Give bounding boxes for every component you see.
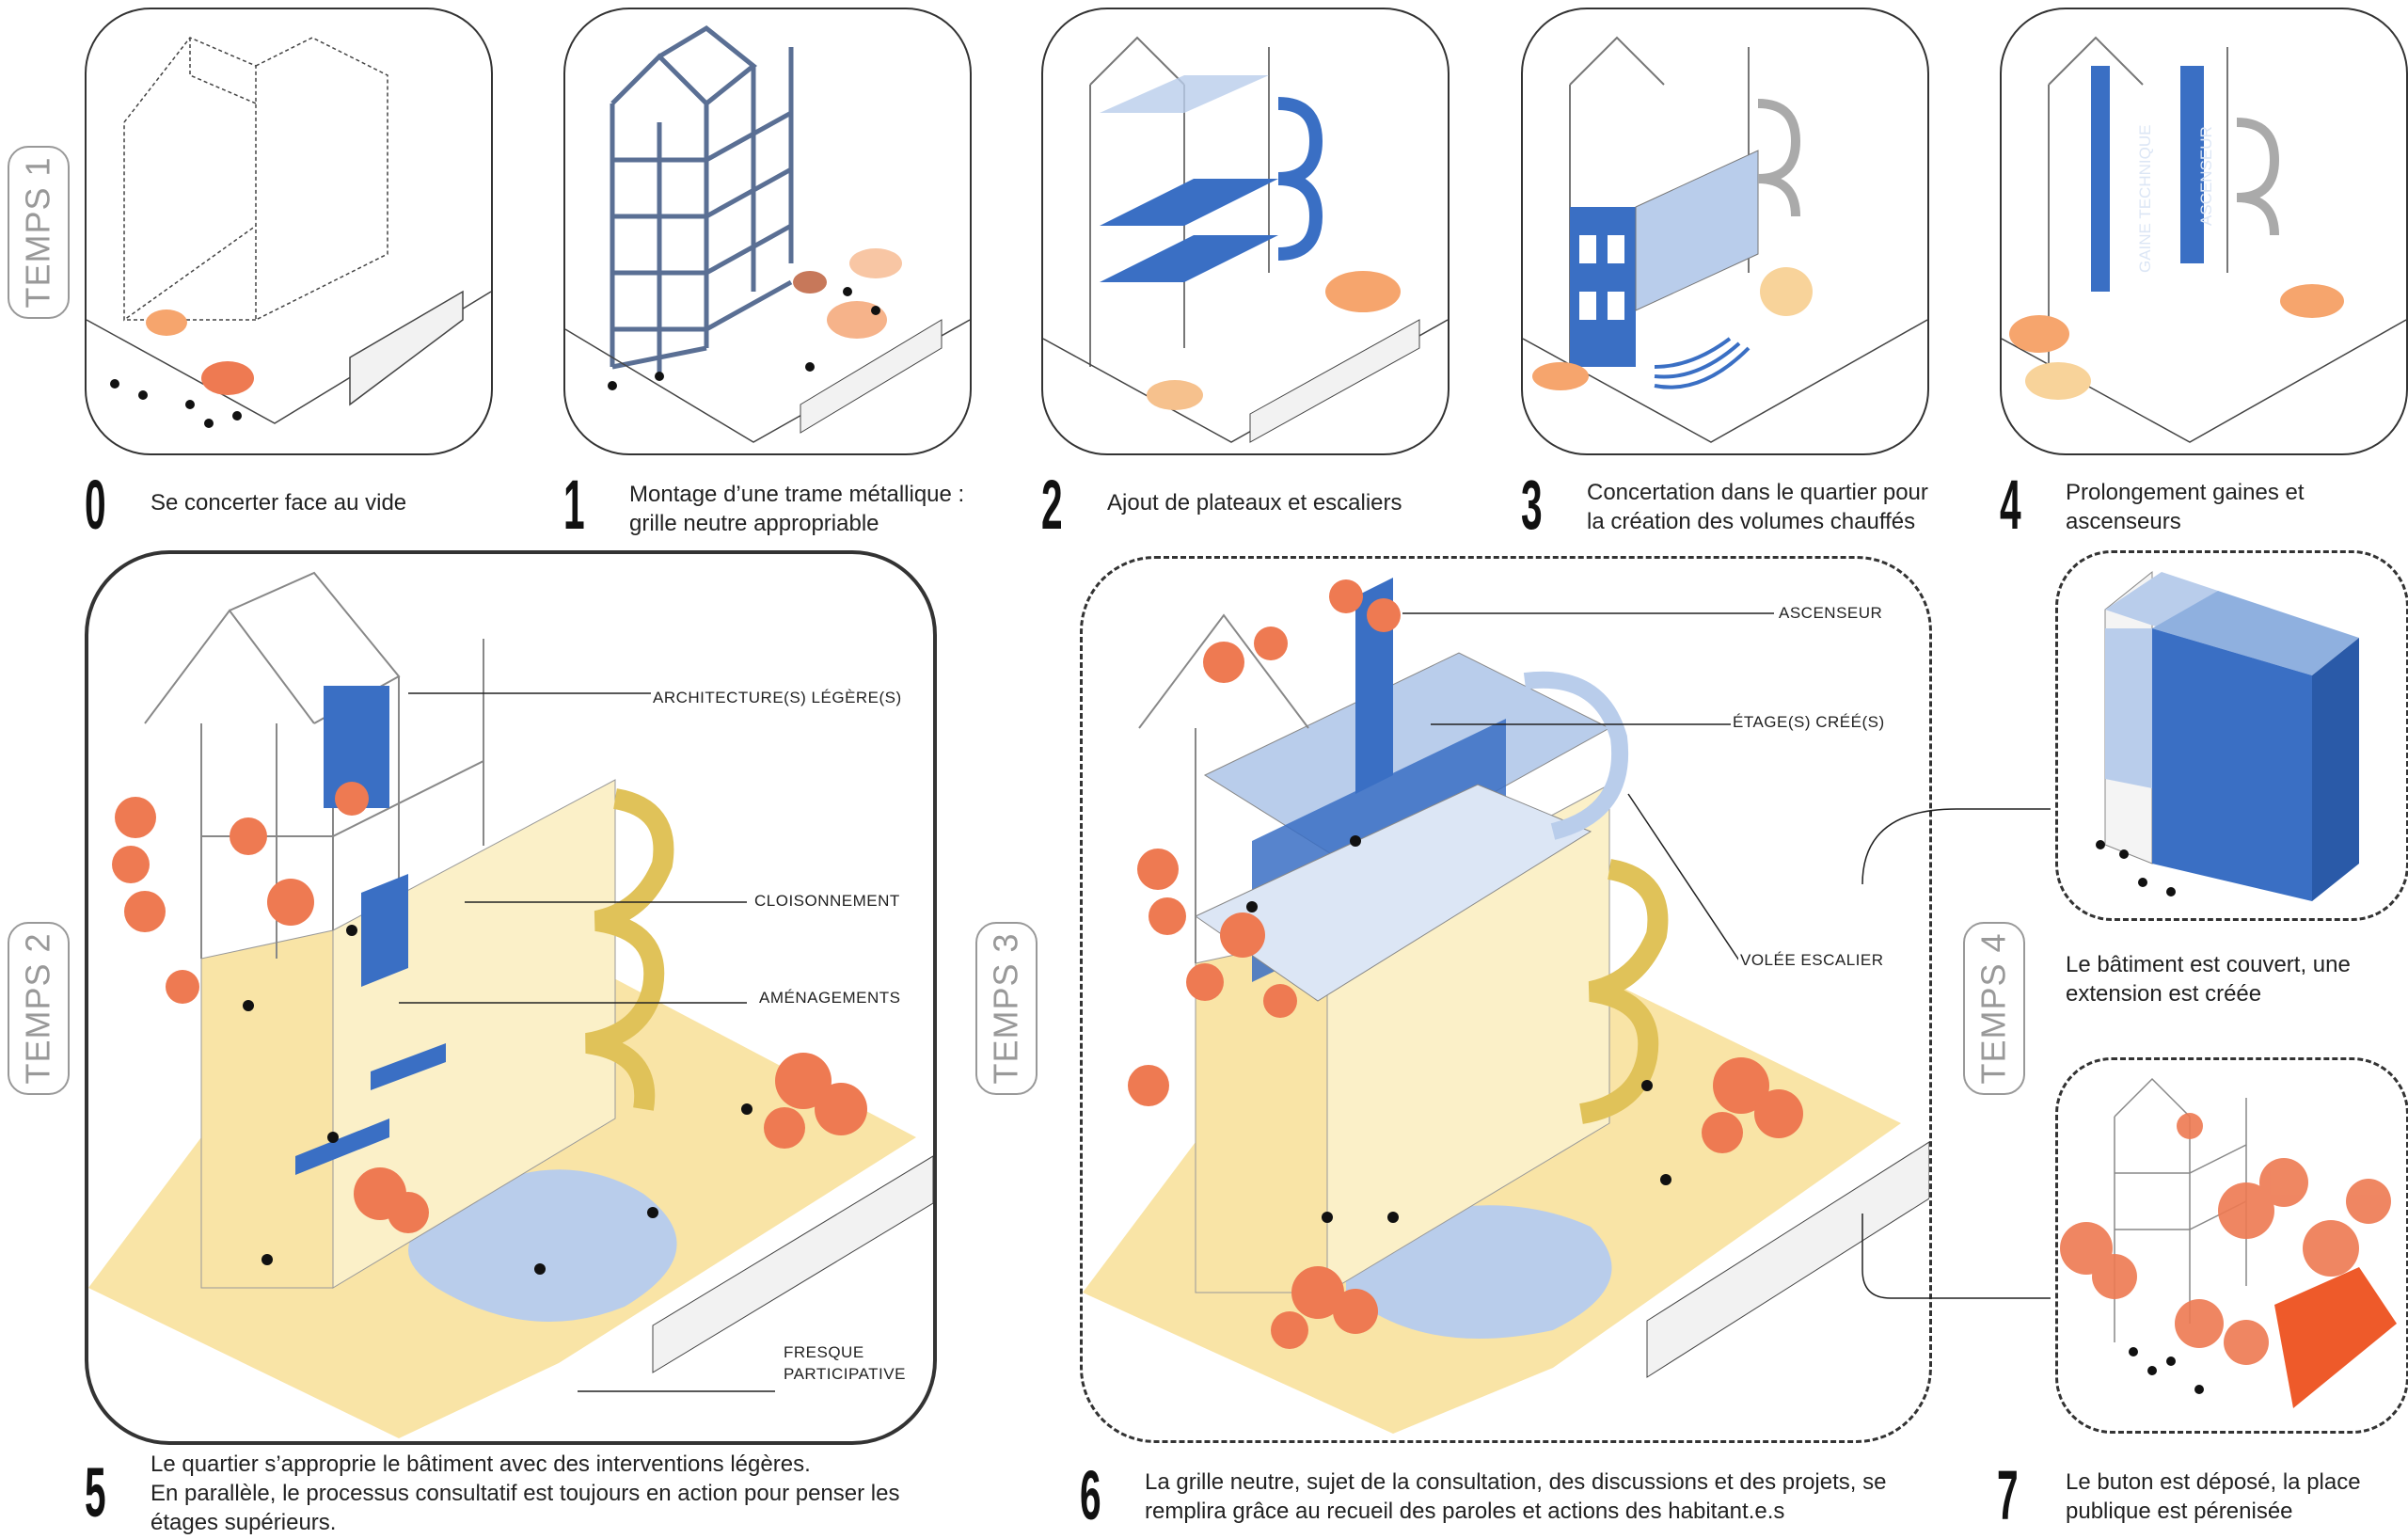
step-7a-illustration xyxy=(2055,550,2408,921)
step-0-number: 0 xyxy=(85,466,106,544)
caption-line: grille neutre appropriable xyxy=(629,511,879,536)
neighbourhood-appropriation-drawing xyxy=(88,571,933,1438)
label-fittings: AMÉNAGEMENTS xyxy=(757,989,903,1007)
step-6-number: 6 xyxy=(1080,1456,1101,1534)
step-6-illustration xyxy=(1080,556,1932,1443)
step-2-caption: Ajout de plateaux et escaliers xyxy=(1107,488,1402,517)
partition-wall xyxy=(361,874,408,987)
step-4-number: 4 xyxy=(2000,466,2021,544)
step-6-caption: La grille neutre, sujet de la consultati… xyxy=(1145,1468,1886,1526)
step-3-illustration xyxy=(1521,8,1929,455)
caption-line: extension est créée xyxy=(2066,981,2262,1007)
public-square xyxy=(2274,1267,2397,1408)
caption-line: La grille neutre, sujet de la consultati… xyxy=(1145,1469,1887,1495)
speech-bubble xyxy=(201,361,254,395)
public-square-drawing xyxy=(2060,1077,2397,1408)
connector-arrows xyxy=(1861,808,2051,1299)
caption-line: publique est pérenisée xyxy=(2066,1499,2293,1524)
temps-2-text: TEMPS 2 xyxy=(19,932,58,1085)
temps-3-text: TEMPS 3 xyxy=(987,932,1026,1085)
caption-line: Prolongement gaines et xyxy=(2066,480,2305,505)
step-0-illustration xyxy=(85,8,493,455)
temps-2-label: TEMPS 2 xyxy=(8,922,70,1095)
trees xyxy=(2060,1113,2391,1365)
temps-1-label: TEMPS 1 xyxy=(8,146,70,319)
caption-line: Le bâtiment est couvert, une xyxy=(2066,952,2351,977)
technical-shaft xyxy=(2091,66,2110,292)
metal-frame-drawing xyxy=(565,24,970,443)
heated-volumes-drawing xyxy=(1523,36,1927,443)
caption-line: remplira grâce au recueil des paroles et… xyxy=(1145,1499,1785,1524)
caption-line: étages supérieurs. xyxy=(150,1510,337,1535)
caption-line: Montage d’une trame métallique : xyxy=(629,482,965,507)
plates-stairs-drawing xyxy=(1043,36,1448,443)
empty-lot-drawing xyxy=(87,37,491,428)
label-light-architecture: ARCHITECTURE(S) LÉGÈRE(S) xyxy=(651,689,904,707)
step-4-shaft-label: GAINE TECHNIQUE xyxy=(2136,124,2154,273)
temps-4-label: TEMPS 4 xyxy=(1963,922,2025,1095)
step-7-caption: Le buton est déposé, la place publique es… xyxy=(2066,1468,2361,1526)
step-4-illustration xyxy=(2000,8,2408,455)
step-1-caption: Montage d’une trame métallique : grille n… xyxy=(629,480,964,538)
fresco-ground xyxy=(408,1169,677,1322)
label-fresco: FRESQUE PARTICIPATIVE xyxy=(782,1341,908,1385)
shafts-elevator-drawing xyxy=(2002,36,2406,443)
elevator-shaft xyxy=(2180,66,2204,263)
step-1-number: 1 xyxy=(563,466,585,544)
step-0-caption: Se concerter face au vide xyxy=(150,488,406,517)
caption-line: Le buton est déposé, la place xyxy=(2066,1469,2361,1495)
step-4-caption: Prolongement gaines et ascenseurs xyxy=(2066,478,2305,536)
step-7-number: 7 xyxy=(1997,1456,2019,1534)
extension-volume xyxy=(2152,628,2312,901)
step-1-illustration xyxy=(563,8,972,455)
caption-line: Se concerter face au vide xyxy=(150,490,407,516)
climbing-plants xyxy=(112,782,867,1233)
step-7-illustration xyxy=(2055,1057,2408,1434)
label-partitioning: CLOISONNEMENT xyxy=(752,892,902,911)
caption-line: En parallèle, le processus consultatif e… xyxy=(150,1481,900,1506)
temps-4-caption: Le bâtiment est couvert, une extension es… xyxy=(2066,950,2351,1008)
step-3-number: 3 xyxy=(1521,466,1543,544)
arrow-to-temps4-bottom xyxy=(1861,1214,2051,1299)
speech-bubble xyxy=(146,309,187,336)
step-2-number: 2 xyxy=(1041,466,1063,544)
step-2-illustration xyxy=(1041,8,1450,455)
caption-line: la création des volumes chauffés xyxy=(1587,509,1916,534)
climbing-plants xyxy=(1128,579,1803,1349)
arrow-to-temps4-top xyxy=(1861,808,2051,885)
label-line: FRESQUE xyxy=(784,1343,864,1361)
label-stair-flight: VOLÉE ESCALIER xyxy=(1738,951,1886,970)
temps-3-label: TEMPS 3 xyxy=(975,922,1038,1095)
caption-line: Le quartier s’approprie le bâtiment avec… xyxy=(150,1452,811,1477)
step-4-elevator-label: ASCENSEUR xyxy=(2197,126,2215,226)
label-elevator: ASCENSEUR xyxy=(1777,604,1885,623)
temps-1-text: TEMPS 1 xyxy=(19,156,58,309)
neutral-grid-filled-drawing xyxy=(1083,578,1929,1434)
light-architecture-volume xyxy=(324,686,389,808)
label-line: PARTICIPATIVE xyxy=(784,1365,906,1383)
covered-building-drawing xyxy=(2096,570,2359,901)
caption-line: Concertation dans le quartier pour xyxy=(1587,480,1928,505)
caption-line: ascenseurs xyxy=(2066,509,2181,534)
caption-line: Ajout de plateaux et escaliers xyxy=(1107,490,1402,516)
step-5-number: 5 xyxy=(85,1453,106,1531)
step-5-caption: Le quartier s’approprie le bâtiment avec… xyxy=(150,1450,899,1537)
step-5-illustration xyxy=(85,550,937,1445)
step-3-caption: Concertation dans le quartier pour la cré… xyxy=(1587,478,1928,536)
label-created-floors: ÉTAGE(S) CRÉÉ(S) xyxy=(1731,713,1887,732)
